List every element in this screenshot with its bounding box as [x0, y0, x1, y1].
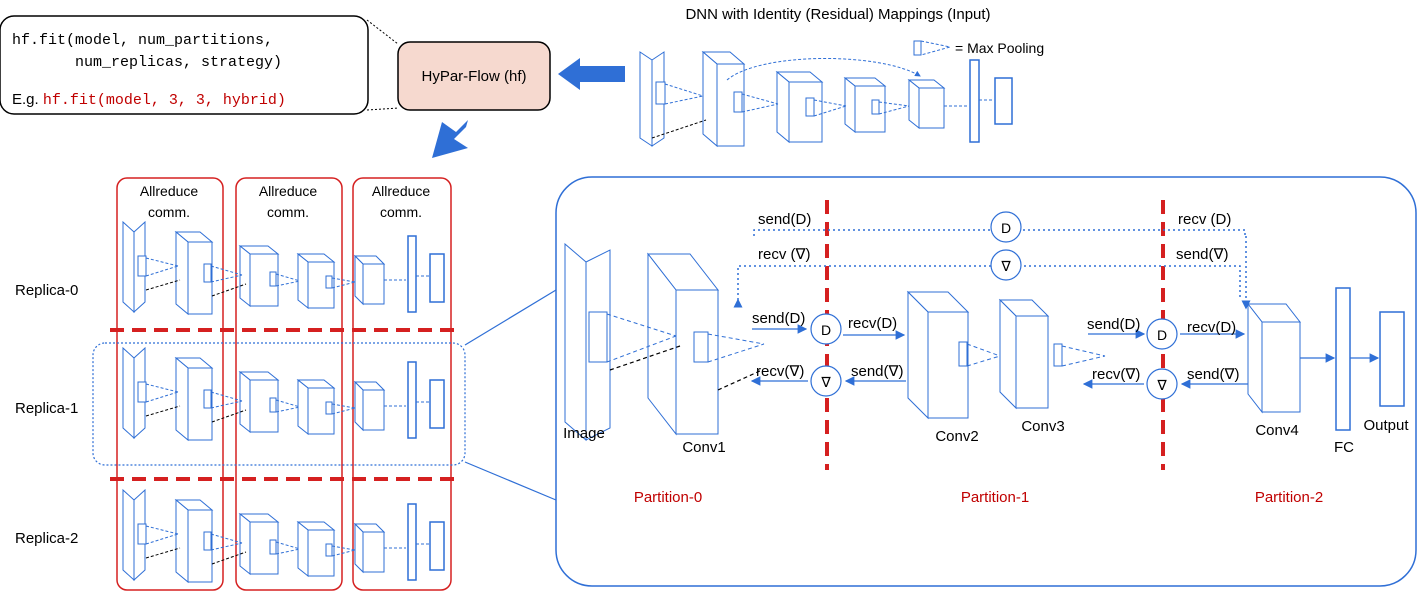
layer-label-fc: FC — [1334, 439, 1354, 456]
msg-recv-grad-top: recv (∇) — [758, 246, 811, 263]
msg-send-grad-top: send(∇) — [1176, 246, 1229, 263]
allreduce-0-line2: comm. — [148, 204, 190, 220]
input-dnn-title: DNN with Identity (Residual) Mappings (I… — [685, 6, 990, 23]
replica-row-0 — [122, 220, 445, 316]
replica-label-2: Replica-2 — [15, 530, 78, 547]
layer-label-image: Image — [563, 425, 605, 442]
hyparflow-label: HyPar-Flow (hf) — [421, 68, 526, 85]
partition-label-1: Partition-1 — [961, 489, 1029, 506]
allreduce-2-line1: Allreduce — [372, 183, 431, 199]
input-to-hyparflow-arrow — [558, 58, 625, 90]
layer-label-conv3: Conv3 — [1021, 418, 1064, 435]
replica-label-0: Replica-0 — [15, 282, 78, 299]
allreduce-2-line2: comm. — [380, 204, 422, 220]
p0-grad-token: ∇ — [810, 365, 842, 397]
p1-D-symbol: D — [1157, 327, 1167, 343]
msg-send-grad-p2: send(∇) — [1187, 366, 1240, 383]
msg-send-D-p0: send(D) — [752, 310, 805, 327]
msg-recv-grad-p1: recv(∇) — [1092, 366, 1140, 383]
allreduce-0-line1: Allreduce — [140, 183, 199, 199]
big-layers — [564, 242, 1405, 442]
top-grad-token: ∇ — [990, 249, 1022, 281]
partitioned-model-panel — [555, 176, 1417, 587]
allreduce-columns — [116, 177, 452, 591]
code-example-call: hf.fit(model, 3, 3, hybrid) — [43, 92, 286, 109]
input-dnn — [639, 50, 1013, 148]
replica-row-1 — [122, 346, 445, 442]
msg-recv-grad-p0: recv(∇) — [756, 363, 804, 380]
p0-D-token: D — [810, 313, 842, 345]
msg-recv-D-top: recv (D) — [1178, 211, 1231, 228]
replica-row-2 — [122, 488, 445, 584]
layer-label-conv4: Conv4 — [1255, 422, 1298, 439]
partition-label-2: Partition-2 — [1255, 489, 1323, 506]
allreduce-1-line1: Allreduce — [259, 183, 318, 199]
layer-label-conv2: Conv2 — [935, 428, 978, 445]
code-line-2: num_replicas, strategy) — [12, 54, 282, 71]
msg-send-D-p1: send(D) — [1087, 316, 1140, 333]
allreduce-1-line2: comm. — [267, 204, 309, 220]
max-pooling-legend-icon — [913, 40, 951, 56]
msg-send-D-top: send(D) — [758, 211, 811, 228]
top-D-symbol: D — [1001, 220, 1011, 236]
code-line-1: hf.fit(model, num_partitions, — [12, 32, 273, 49]
p0-grad-symbol: ∇ — [820, 374, 831, 390]
replica-label-1: Replica-1 — [15, 400, 78, 417]
hyparflow-to-replicas-arrow — [432, 120, 468, 158]
p1-D-token: D — [1146, 318, 1178, 350]
max-pooling-legend-label: = Max Pooling — [955, 40, 1044, 56]
code-example-prefix: E.g. — [12, 91, 43, 108]
replica-1-highlight — [92, 342, 466, 466]
partition-label-0: Partition-0 — [634, 489, 702, 506]
code-box: hf.fit(model, num_partitions, num_replic… — [0, 15, 369, 115]
layer-label-output: Output — [1363, 417, 1409, 434]
layer-label-conv1: Conv1 — [682, 439, 725, 456]
p0-D-symbol: D — [821, 322, 831, 338]
msg-recv-D-p1: recv(D) — [848, 315, 897, 332]
p1-grad-token: ∇ — [1146, 368, 1178, 400]
p1-grad-symbol: ∇ — [1156, 377, 1167, 393]
msg-send-grad-p1: send(∇) — [851, 363, 904, 380]
top-grad-symbol: ∇ — [1000, 258, 1011, 274]
msg-recv-D-p2: recv(D) — [1187, 319, 1236, 336]
hyparflow-box: HyPar-Flow (hf) — [397, 41, 551, 111]
top-D-token: D — [990, 211, 1022, 243]
code-example: E.g. hf.fit(model, 3, 3, hybrid) — [12, 91, 286, 109]
